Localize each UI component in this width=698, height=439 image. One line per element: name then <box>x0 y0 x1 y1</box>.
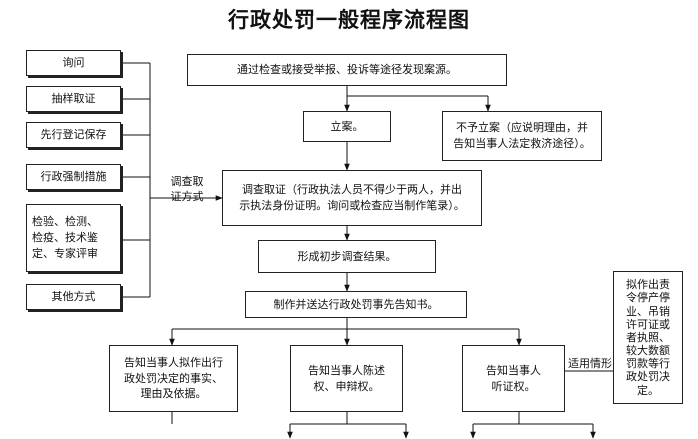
box-hearing-cases: 拟作出责 令停产停 业、吊销 许可证或 者执照、 较大数额 罚款等行 政处罚决 … <box>613 271 683 404</box>
hearing-label: 适用情形 <box>568 357 612 370</box>
box-pre-notice: 制作并送达行政处罚事先告知书。 <box>245 291 467 318</box>
method-label: 调查取 证方式 <box>170 175 204 203</box>
box-notify-hearing: 告知当事人 听证权。 <box>462 345 565 412</box>
page-title: 行政处罚一般程序流程图 <box>228 7 470 32</box>
box-filing: 立案。 <box>303 111 391 142</box>
box-case-source: 通过检查或接受举报、投诉等途径发现案源。 <box>187 54 507 86</box>
box-notify-defense: 告知当事人陈述 权、申辩权。 <box>290 345 403 412</box>
method-coercive-measures: 行政强制措施 <box>26 164 121 190</box>
method-preregistration: 先行登记保存 <box>26 122 121 148</box>
method-other: 其他方式 <box>26 284 121 310</box>
method-sampling: 抽样取证 <box>26 86 121 112</box>
method-inspection-appraisal: 检验、检测、 检疫、技术鉴 定、专家评审 <box>26 204 121 272</box>
method-inquiry: 询问 <box>26 50 121 76</box>
box-no-filing: 不予立案（应说明理由，并 告知当事人法定救济途径）。 <box>442 111 602 161</box>
box-investigation: 调查取证（行政执法人员不得少于两人，并出 示执法身份证明。询问或检查应当制作笔录… <box>222 170 482 226</box>
box-preliminary-result: 形成初步调查结果。 <box>258 240 436 273</box>
box-notify-facts: 告知当事人拟作出行 政处罚决定的事实、 理由及依据。 <box>109 345 238 412</box>
